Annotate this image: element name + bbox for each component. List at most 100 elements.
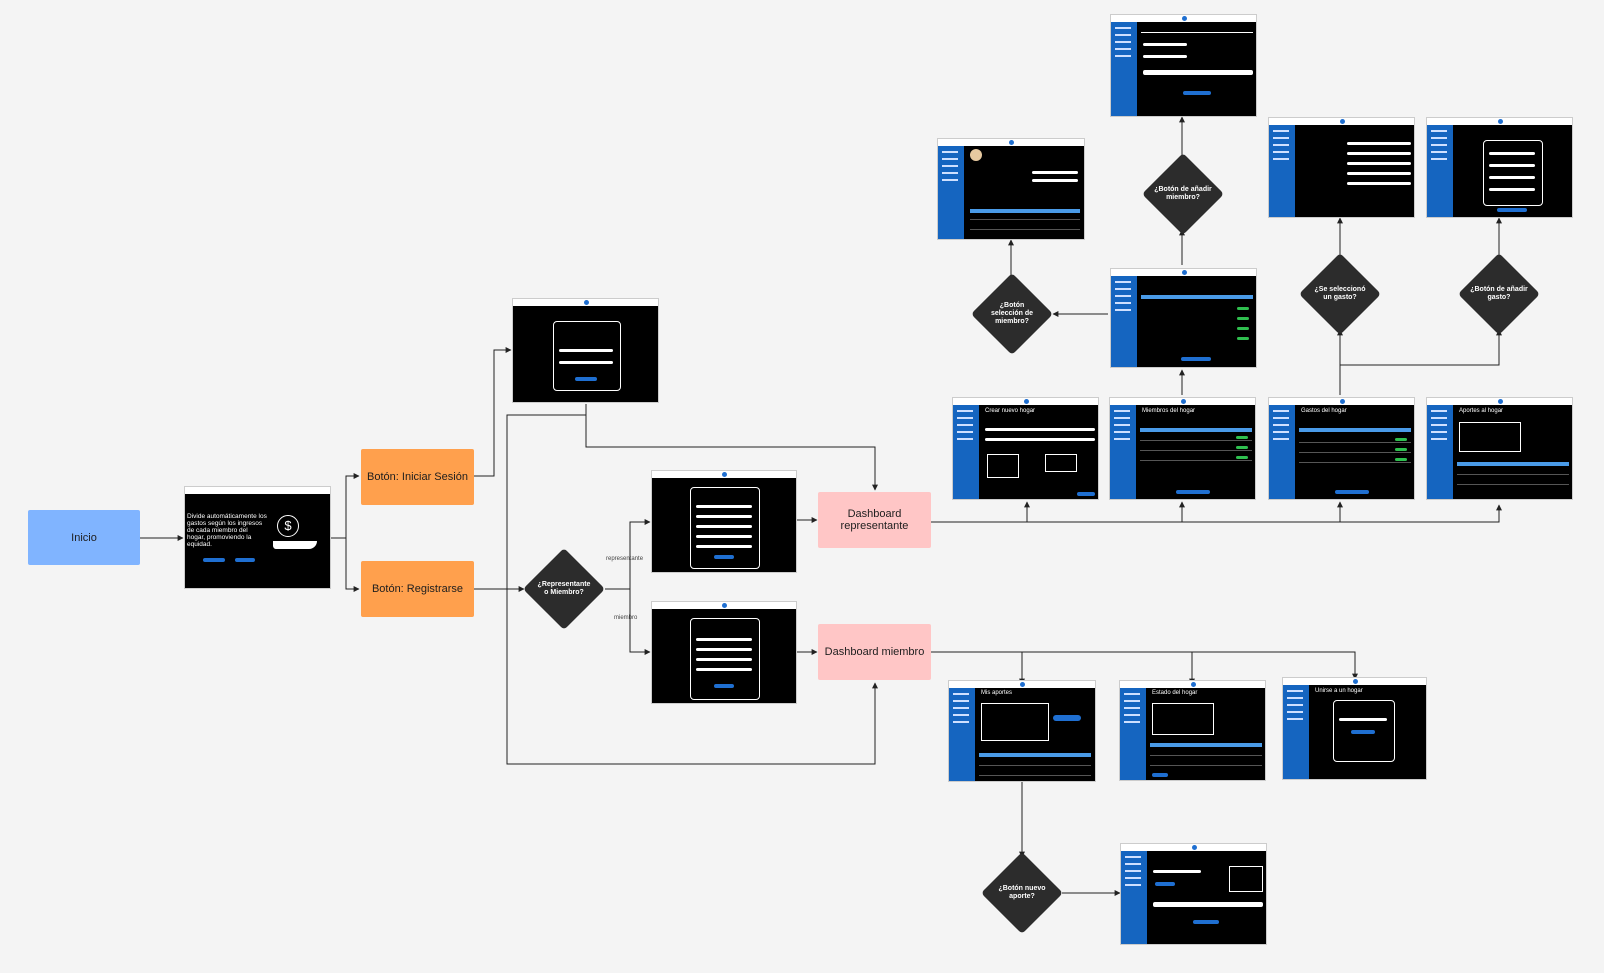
submit-button[interactable] [1183,91,1211,95]
small-button[interactable] [1155,882,1175,886]
register-submit-button[interactable] [714,555,734,559]
add-member-button[interactable] [1176,490,1210,494]
form-field[interactable] [1489,188,1535,191]
new-contribution-button[interactable] [1053,715,1081,721]
add-member-button[interactable] [1181,357,1211,361]
hand-icon [273,541,317,549]
register-field[interactable] [696,515,752,518]
form-field[interactable] [1489,152,1535,155]
landing-login-button[interactable] [203,558,225,562]
decision-add-expense-label[interactable]: ¿Botón de añadir gasto? [1470,286,1528,301]
form-field[interactable] [985,428,1095,431]
info-field [1347,152,1411,155]
info-field [1347,142,1411,145]
submit-button[interactable] [1193,920,1219,924]
register-field[interactable] [696,648,752,651]
logo-icon [1181,270,1187,275]
code-field[interactable] [1339,718,1387,721]
data-table [987,454,1019,478]
select-button[interactable] [1237,307,1249,310]
create-button[interactable] [1077,492,1095,496]
add-expense-button[interactable] [1335,490,1369,494]
sidebar [1110,405,1136,499]
table-row [1299,442,1411,443]
start-node[interactable]: Inicio [28,510,140,565]
back-button[interactable] [1152,773,1168,777]
register-field[interactable] [696,668,752,671]
select-button[interactable] [1237,317,1249,320]
login-submit-button[interactable] [575,377,597,381]
decision-add-member-label[interactable]: ¿Botón de añadir miembro? [1154,186,1212,201]
form-field[interactable] [1489,164,1535,167]
aportes-screen: Aportes al hogar [1426,397,1573,500]
table-row [1299,452,1411,453]
register-submit-button[interactable] [714,684,734,688]
logo-icon [1180,399,1186,404]
table-row [1140,440,1252,441]
select-button[interactable] [1395,458,1407,461]
table-row [1140,460,1252,461]
register-field[interactable] [696,638,752,641]
table-row [1457,484,1569,485]
gastos-screen: Gastos del hogar [1268,397,1415,500]
logo-icon [1352,679,1358,684]
landing-register-button[interactable] [235,558,255,562]
table-row [1457,474,1569,475]
form-field[interactable] [1143,70,1253,75]
login-password-field[interactable] [559,361,613,364]
register-button-node[interactable]: Botón: Registrarse [361,561,474,617]
summary-table [981,703,1049,741]
miembros-screen: Miembros del hogar [1109,397,1256,500]
login-email-field[interactable] [559,349,613,352]
select-button[interactable] [1237,337,1249,340]
dashboard-miembro-node[interactable]: Dashboard miembro [818,624,931,680]
register-field[interactable] [696,525,752,528]
sidebar [1111,22,1137,116]
summary-table [1152,703,1214,735]
screen-title: Gastos del hogar [1301,408,1347,414]
table-row [979,765,1091,766]
estado-hogar-screen: Estado del hogar [1119,680,1266,781]
sidebar [953,405,979,499]
edge-loginscreen-dashrep [585,404,878,491]
register-field[interactable] [696,535,752,538]
dashboard-representante-node[interactable]: Dashboard representante [818,492,931,548]
table-row [979,775,1091,776]
edge-decision-member [629,589,651,655]
form-field[interactable] [985,438,1095,441]
submit-button[interactable] [1497,208,1527,212]
form-field[interactable] [1489,176,1535,179]
form-field[interactable] [1143,55,1187,58]
decision-rep-or-member-label[interactable]: ¿Representante o Miembro? [537,581,591,596]
screen-title: Unirse a un hogar [1315,688,1363,694]
select-button[interactable] [1237,327,1249,330]
select-button[interactable] [1236,446,1248,449]
register-field[interactable] [696,658,752,661]
form-field[interactable] [1143,43,1187,46]
info-field [1347,182,1411,185]
info-field [1032,179,1078,182]
register-field[interactable] [696,505,752,508]
sidebar [1269,405,1295,499]
sidebar [1427,125,1453,217]
edge-label-miembro: miembro [614,615,638,621]
decision-member-selected-label[interactable]: ¿Botón selección de miembro? [990,302,1034,325]
select-button[interactable] [1395,438,1407,441]
login-screen [512,298,659,403]
decision-expense-selected-label[interactable]: ¿Se seleccionó un gasto? [1314,286,1366,301]
register-field[interactable] [696,545,752,548]
form-field[interactable] [1153,902,1263,907]
logo-icon [1023,399,1029,404]
logo-icon [1339,119,1345,124]
select-button[interactable] [1236,436,1248,439]
summary-table [1229,866,1263,892]
info-field [1347,172,1411,175]
join-button[interactable] [1351,730,1375,734]
select-button[interactable] [1395,448,1407,451]
select-button[interactable] [1236,456,1248,459]
screen-title: Mis aportes [981,690,1013,696]
login-button-node[interactable]: Botón: Iniciar Sesión [361,449,474,505]
form-field[interactable] [1153,870,1201,873]
decision-new-contribution-label[interactable]: ¿Botón nuevo aporte? [998,885,1046,900]
